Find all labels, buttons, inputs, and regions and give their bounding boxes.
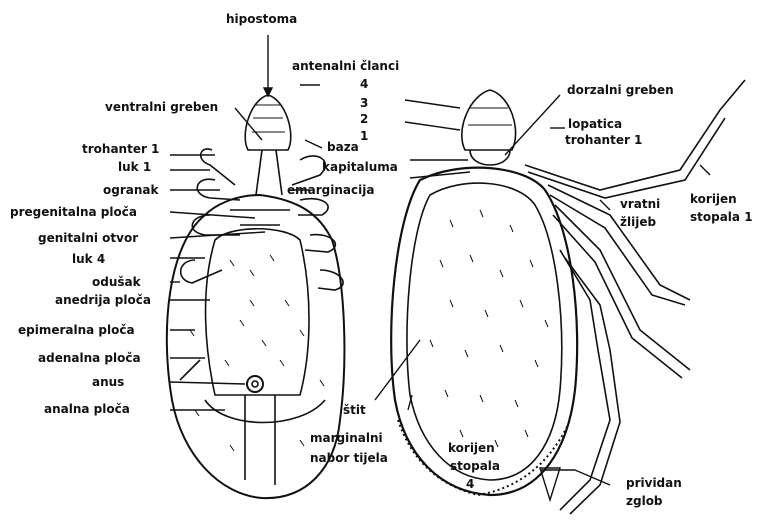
label-pregenitalna-ploca: pregenitalna ploča [10, 206, 137, 219]
label-luk-4: luk 4 [72, 253, 105, 266]
label-num-4: 4 [360, 78, 368, 91]
label-prividan: prividan [626, 477, 682, 490]
label-marginalni: marginalni [310, 432, 383, 445]
label-zglob: zglob [626, 495, 663, 508]
label-emarginacija: emarginacija [287, 184, 374, 197]
label-odusak: odušak [92, 276, 141, 289]
label-luk-1: luk 1 [118, 161, 151, 174]
label-epimeralna-ploca: epimeralna ploča [18, 324, 135, 337]
label-anedrija-ploca: anedrija ploča [55, 294, 151, 307]
label-ventralni-greben: ventralni greben [105, 101, 218, 114]
label-num-2: 2 [360, 113, 368, 126]
label-korijen-4: korijen [448, 442, 495, 455]
label-hipostoma: hipostoma [226, 13, 297, 26]
label-zlijeb: žlijeb [620, 216, 656, 229]
label-trohanter-1-right: trohanter 1 [565, 134, 642, 147]
label-dorzalni-greben: dorzalni greben [567, 84, 674, 97]
label-anus: anus [92, 376, 124, 389]
label-num-4-stopala: 4 [466, 478, 474, 491]
label-genitalni-otvor: genitalni otvor [38, 232, 138, 245]
label-lopatica: lopatica [568, 118, 622, 131]
label-korijen-1: korijen [690, 193, 737, 206]
label-num-1: 1 [360, 130, 368, 143]
label-antenalni-clanci: antenalni članci [292, 60, 399, 73]
label-analna-ploca: analna ploča [44, 403, 130, 416]
label-trohanter-1-left: trohanter 1 [82, 143, 159, 156]
label-nabor-tijela: nabor tijela [310, 452, 388, 465]
label-num-3: 3 [360, 97, 368, 110]
label-stopala-1: stopala 1 [690, 211, 753, 224]
label-vratni: vratni [620, 198, 660, 211]
label-stit: štit [343, 404, 366, 417]
label-ogranak: ogranak [103, 184, 158, 197]
label-adenalna-ploca: adenalna ploča [38, 352, 141, 365]
label-baza: baza [327, 141, 359, 154]
label-stopala-4: stopala [450, 460, 500, 473]
label-kapitaluma: kapitaluma [322, 161, 398, 174]
